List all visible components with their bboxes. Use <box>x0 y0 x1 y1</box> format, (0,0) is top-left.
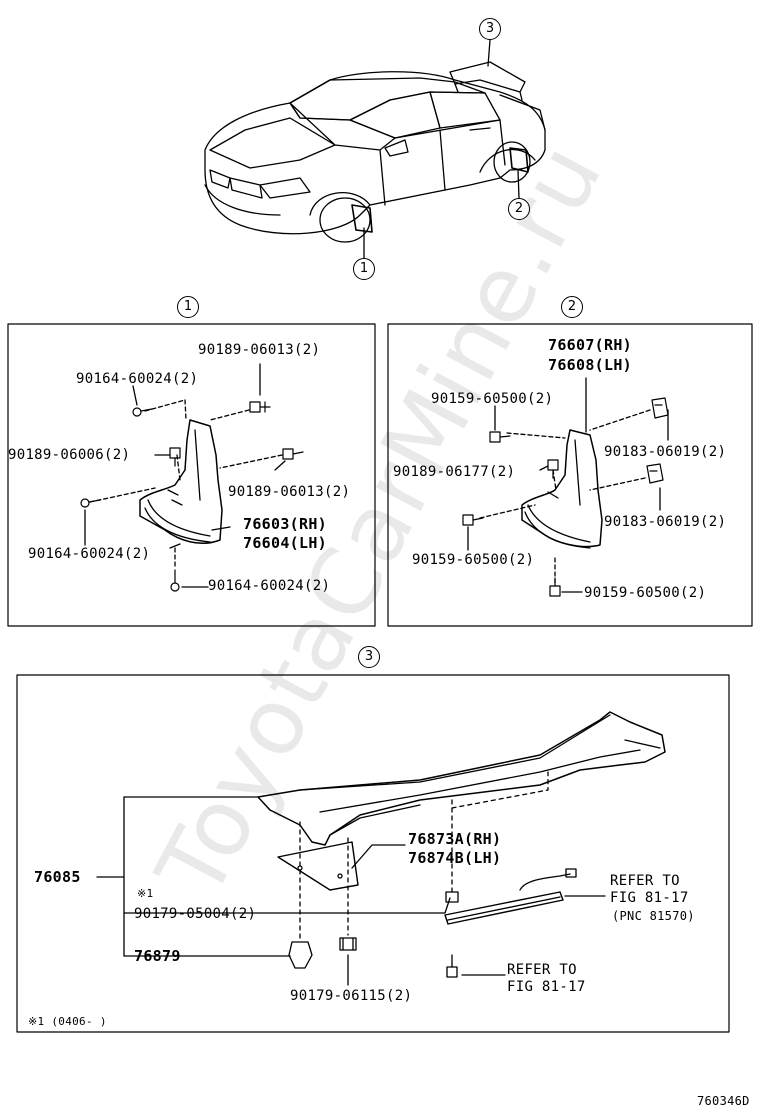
part-label: 90164-60024(2) <box>28 546 151 562</box>
part-label: 90189-06013(2) <box>228 484 351 500</box>
part-label: 90159-60500(2) <box>584 585 707 601</box>
part-label: 90159-60500(2) <box>412 552 535 568</box>
part-label: 76879 <box>134 947 181 965</box>
part-label: 90189-06177(2) <box>393 464 516 480</box>
part-label-rh: 76873A(RH) <box>408 830 502 848</box>
footnote: ※1 (0406- ) <box>28 1015 107 1028</box>
callout-3: 3 <box>479 18 501 40</box>
refer-label-line2: FIG 81-17 <box>507 979 586 995</box>
part-label: 90164-60024(2) <box>76 371 199 387</box>
panel-3-callout: 3 <box>358 646 380 668</box>
part-label-rh: 76607(RH) <box>548 336 632 354</box>
panel-1-artwork <box>7 323 376 627</box>
part-label: 90189-06013(2) <box>198 342 321 358</box>
part-label-main: 76085 <box>34 868 81 886</box>
car-illustration <box>204 39 546 259</box>
part-label: 90164-60024(2) <box>208 578 331 594</box>
refer-label-line1: REFER TO <box>507 962 577 978</box>
figure-code: 760346D <box>697 1094 750 1108</box>
part-label: 90183-06019(2) <box>604 514 727 530</box>
refer-label-line3: (PNC 81570) <box>612 909 695 923</box>
panel-3-artwork <box>16 674 730 1033</box>
panel-2-artwork <box>387 323 753 627</box>
callout-2: 2 <box>508 198 530 220</box>
callout-1: 1 <box>353 258 375 280</box>
panel-2-callout: 2 <box>561 296 583 318</box>
panel-1-callout: 1 <box>177 296 199 318</box>
part-label: 90183-06019(2) <box>604 444 727 460</box>
refer-label-line2: FIG 81-17 <box>610 890 689 906</box>
part-label: 90159-60500(2) <box>431 391 554 407</box>
part-label-lh: 76874B(LH) <box>408 849 502 867</box>
part-label: 90179-05004(2) <box>134 906 257 922</box>
part-label-lh: 76608(LH) <box>548 356 632 374</box>
refer-label-line1: REFER TO <box>610 873 680 889</box>
note-marker: ※1 <box>137 887 154 900</box>
part-label: 90189-06006(2) <box>8 447 131 463</box>
part-label-lh: 76604(LH) <box>243 534 327 552</box>
part-label-rh: 76603(RH) <box>243 515 327 533</box>
part-label: 90179-06115(2) <box>290 988 413 1004</box>
